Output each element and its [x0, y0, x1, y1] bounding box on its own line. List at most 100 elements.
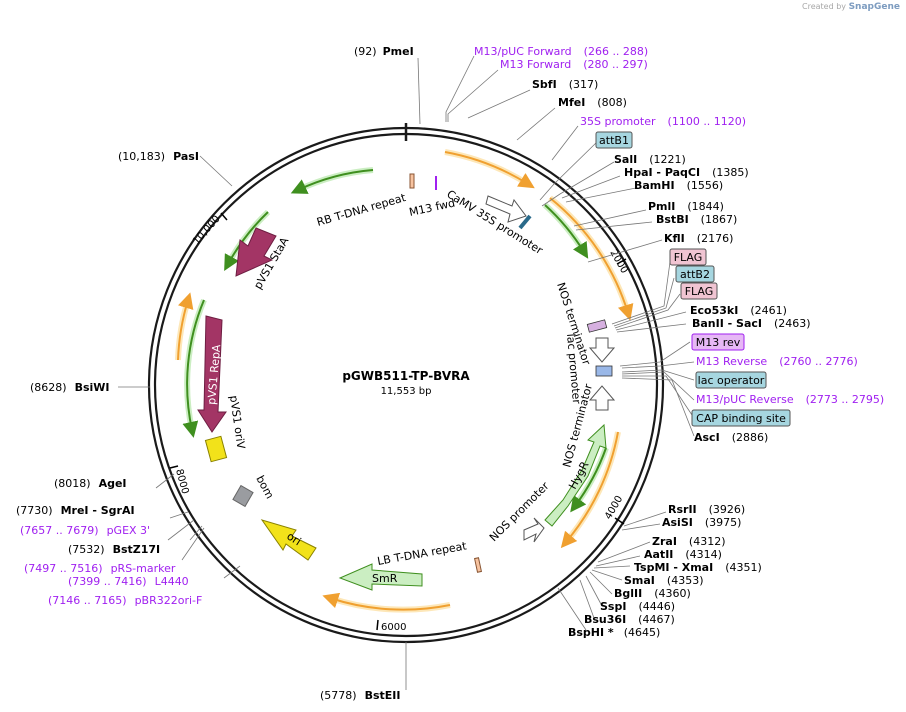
- site-name-bstz17i: BstZ17I: [113, 543, 161, 556]
- flag-box-1: [669, 248, 707, 266]
- site-pos-bstbi: (1867): [701, 213, 738, 226]
- orf-arcs: [175, 149, 634, 613]
- orf-arc-repa: [177, 292, 194, 361]
- hygr-arrow: [544, 423, 607, 527]
- primer-range-pgex3: (7657 .. 7679): [20, 524, 99, 537]
- attb2-label: attB2: [680, 268, 710, 281]
- svg-text:35S promoter(1100 .. 1120): 35S promoter(1100 .. 1120): [580, 115, 746, 128]
- ori-arrow: [260, 519, 317, 561]
- svg-text:KflI(2176): KflI(2176): [664, 232, 733, 245]
- svg-text:M13/pUC Forward(266 .. 288): M13/pUC Forward (266 .. 288): [474, 45, 648, 58]
- pvs1-oriv-box: [204, 435, 228, 463]
- boxed-features: attB1 FLAG attB2 FLAG M13 rev lac operat…: [595, 131, 791, 427]
- primer-labels: M13/pUC Forward(266 .. 288) M13 Forward(…: [20, 45, 884, 607]
- m13-rev-label: M13 rev: [696, 336, 741, 349]
- primer-range-prs-marker: (7497 .. 7516): [24, 562, 103, 575]
- primer-range-m13-forward: (280 .. 297): [583, 58, 648, 71]
- site-pos-pmli: (1844): [687, 200, 724, 213]
- primer-range-l4440: (7399 .. 7416): [68, 575, 147, 588]
- primer-name-l4440: L4440: [155, 575, 189, 588]
- site-pos-asisi: (3975): [705, 516, 742, 529]
- green-arc-rb: [290, 169, 374, 194]
- svg-text:SalI(1221): SalI(1221): [614, 153, 686, 166]
- site-name-eco53ki: Eco53kI: [690, 304, 738, 317]
- lb-tdna-label: LB T-DNA repeat: [376, 539, 468, 568]
- pvs1-repa-label: pVS1 RepA: [205, 343, 223, 405]
- primer-name-prs-marker: pRS-marker: [111, 562, 176, 575]
- site-name-hpai: HpaI - PaqCI: [624, 166, 700, 179]
- primer-range-m13puc-forward: (266 .. 288): [584, 45, 649, 58]
- site-name-smai: SmaI: [624, 574, 655, 587]
- site-name-aatii: AatII: [644, 548, 673, 561]
- svg-text:AscI(2886): AscI(2886): [694, 431, 768, 444]
- site-name-bsteii: BstEII: [365, 689, 401, 702]
- site-labels: (92)PmeI SbfI(317) MfeI(808) SalI(1221) …: [16, 45, 811, 702]
- site-pos-eco53ki: (2461): [750, 304, 787, 317]
- site-name-asci: AscI: [694, 431, 720, 444]
- svg-text:(7399 .. 7416)L4440: (7399 .. 7416) L4440: [68, 575, 189, 588]
- green-arc-insert: [544, 204, 589, 259]
- pvs1-oriv-label: pVS1 oriV: [227, 395, 247, 451]
- svg-text:PmlI(1844): PmlI(1844): [648, 200, 724, 213]
- plasmid-size: 11,553 bp: [381, 386, 432, 397]
- watermark-prefix: Created by: [802, 2, 847, 11]
- green-arc-repa: [182, 299, 205, 438]
- svg-text:(7730)MreI - SgrAI: (7730)MreI - SgrAI: [16, 504, 135, 517]
- green-arcs: [182, 167, 609, 513]
- site-name-sspi: SspI: [600, 600, 626, 613]
- site-name-banii: BanII - SacI: [692, 317, 762, 330]
- site-name-bamhi: BamHI: [634, 179, 675, 192]
- lac-operator-box: [695, 371, 767, 389]
- svg-text:BamHI(1556): BamHI(1556): [634, 179, 723, 192]
- svg-text:(8018)AgeI: (8018)AgeI: [54, 477, 127, 490]
- flag-label-1: FLAG: [674, 251, 703, 264]
- site-name-sbfi: SbfI: [532, 78, 557, 91]
- attb1-label: attB1: [599, 134, 629, 147]
- site-name-pasi: PasI: [173, 150, 199, 163]
- site-name-bsiwi: BsiWI: [75, 381, 110, 394]
- svg-text:MfeI(808): MfeI(808): [558, 96, 627, 109]
- svg-text:(10,183)PasI: (10,183)PasI: [118, 150, 199, 163]
- site-name-rsrii: RsrII: [668, 503, 697, 516]
- svg-text:BglII(4360): BglII(4360): [614, 587, 691, 600]
- green-arc-staa: [224, 211, 269, 272]
- attb2-box: [675, 265, 715, 283]
- lac-promoter-arrow: [588, 385, 616, 411]
- site-name-bsu36i: Bsu36I: [584, 613, 626, 626]
- primer-name-m13puc-forward: M13/pUC Forward: [474, 45, 572, 58]
- tick-label-8000: 8000: [173, 468, 190, 495]
- svg-text:RsrII(3926): RsrII (3926): [668, 503, 745, 516]
- lac-promoter-label: lac promoter: [564, 333, 583, 405]
- camv-promoter-arrow: [485, 195, 527, 223]
- cap-binding-label: CAP binding site: [696, 412, 786, 425]
- primer-range-m13-reverse: (2760 .. 2776): [779, 355, 858, 368]
- flag-label-2: FLAG: [685, 285, 714, 298]
- orf-arc-hygr: [560, 431, 619, 549]
- green-arc-hygr: [570, 447, 607, 513]
- svg-text:(5778)BstEII: (5778)BstEII: [320, 689, 400, 702]
- rb-tdna-label: RB T-DNA repeat: [315, 191, 408, 229]
- svg-text:HpaI - PaqCI(1385): HpaI - PaqCI(1385): [624, 166, 749, 179]
- site-name-zrai: ZraI: [652, 535, 677, 548]
- primer-range-m13puc-reverse: (2773 .. 2795): [806, 393, 885, 406]
- site-pos-kfli: (2176): [697, 232, 734, 245]
- site-name-tspmi: TspMI - XmaI: [634, 561, 713, 574]
- svg-text:(7497 .. 7516)pRS-marker: (7497 .. 7516) pRS-marker: [24, 562, 176, 575]
- camv-35s-label: CaMV 35S promoter: [444, 188, 545, 258]
- svg-text:ZraI(4312): ZraI(4312): [652, 535, 726, 548]
- site-name-bstbi: BstBI: [656, 213, 689, 226]
- svg-text:(7146 .. 7165)pBR322ori-F: (7146 .. 7165)pBR322ori-F: [48, 594, 202, 607]
- primer-name-m13puc-reverse: M13/pUC Reverse: [696, 393, 794, 406]
- svg-text:Bsu36I(4467): Bsu36I(4467): [584, 613, 675, 626]
- site-name-asisi: AsiSI: [662, 516, 693, 529]
- cap-binding-box: [691, 409, 791, 427]
- orf-arc-insert: [549, 197, 634, 321]
- site-pos-rsrii: (3926): [709, 503, 746, 516]
- primer-name-pgex3: pGEX 3': [107, 524, 151, 537]
- plasmid-name: pGWB511-TP-BVRA: [342, 369, 470, 383]
- primer-name-pbr322ori: pBR322ori-F: [135, 594, 203, 607]
- site-name-bglii: BglII: [614, 587, 642, 600]
- bom-box: [232, 484, 254, 508]
- site-pos-bsiwi: (8628): [30, 381, 67, 394]
